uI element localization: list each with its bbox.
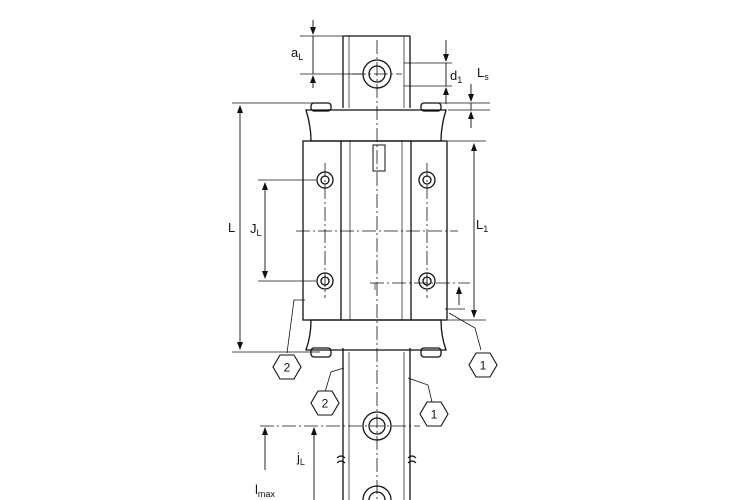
label-aL: aL (291, 45, 303, 62)
extension-lines (232, 35, 490, 353)
dimension-lines (237, 20, 477, 500)
svg-text:1: 1 (431, 408, 438, 422)
label-Ls: Ls (477, 65, 489, 82)
carriage-mounting-holes (316, 171, 436, 290)
guide-rail (342, 35, 411, 500)
centre-lines (260, 40, 470, 500)
rail-mounting-holes (362, 59, 392, 500)
rail-break-marks (336, 455, 417, 464)
carriage (302, 102, 448, 358)
callout-rail-left: 2 (310, 390, 340, 416)
label-d1: d1 (450, 68, 462, 85)
label-lmax: lmax (255, 482, 275, 499)
label-L: L (228, 220, 235, 235)
callout-carriage-right: 1 (468, 352, 498, 378)
label-L1: L1 (476, 217, 488, 234)
svg-text:1: 1 (480, 359, 487, 373)
lube-nipple (372, 144, 386, 172)
label-jL: jL (296, 450, 305, 467)
callout-carriage-left: 2 (272, 354, 302, 380)
leader-lines (286, 299, 482, 403)
callout-rail-right: 1 (419, 401, 449, 427)
svg-text:2: 2 (284, 361, 291, 375)
label-JL: JL (250, 221, 262, 238)
svg-text:2: 2 (322, 397, 329, 411)
